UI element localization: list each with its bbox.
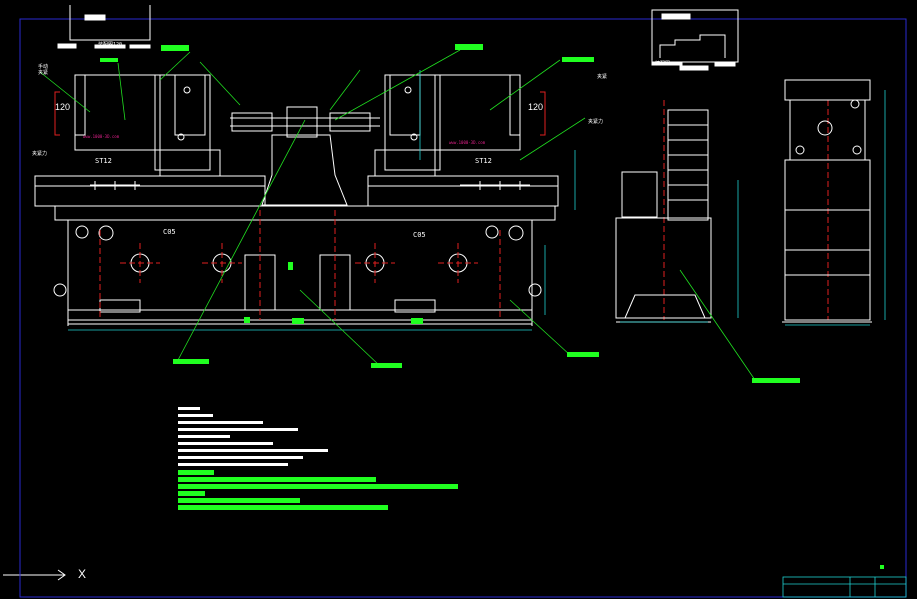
- leader-lines: [39, 49, 756, 381]
- right-callout-b: 夹紧力: [588, 119, 604, 125]
- top-right-detail-view: [651, 9, 739, 71]
- left-callout-b: 夹紧: [38, 70, 49, 76]
- technical-notes-bars: [178, 470, 458, 510]
- left-station-tag: ST12: [95, 157, 112, 165]
- technical-notes-text: [178, 407, 328, 466]
- title-block: [782, 576, 907, 598]
- dimension-120-right: 120: [528, 102, 544, 112]
- watermark-left: www.1000-3D.com: [83, 134, 120, 139]
- right-bed-tag: C05: [413, 231, 426, 239]
- left-callout-c: 夹紧力: [32, 151, 48, 157]
- top-left-detail-view: [57, 5, 151, 49]
- bed-holes: [53, 225, 542, 297]
- drawing-frame: [19, 18, 907, 598]
- part-callout-labels: [100, 44, 884, 569]
- ucs-x-label: X: [78, 567, 87, 581]
- center-drive-housing: [230, 106, 380, 206]
- top-left-detail-label: 装配图120: [98, 42, 123, 48]
- right-callout-a: 夹紧: [597, 74, 608, 80]
- left-clamp-station: [34, 74, 266, 207]
- left-bed-tag: C05: [163, 228, 176, 236]
- top-right-detail-label: 装配图: [655, 61, 671, 67]
- watermark-right: www.1000-3D.com: [449, 140, 486, 145]
- dimension-lines: [68, 70, 886, 331]
- dimension-120-left: 120: [55, 102, 71, 112]
- ucs-icon: [3, 540, 66, 581]
- hydraulic-unit-side-view: [615, 109, 712, 323]
- end-elevation-view: [782, 79, 872, 323]
- center-lines: [99, 100, 829, 320]
- left-callout-a: 手动: [38, 64, 49, 70]
- machine-base-bed: [54, 205, 556, 326]
- dimension-120-markers: [54, 91, 546, 136]
- right-station-tag: ST12: [475, 157, 492, 165]
